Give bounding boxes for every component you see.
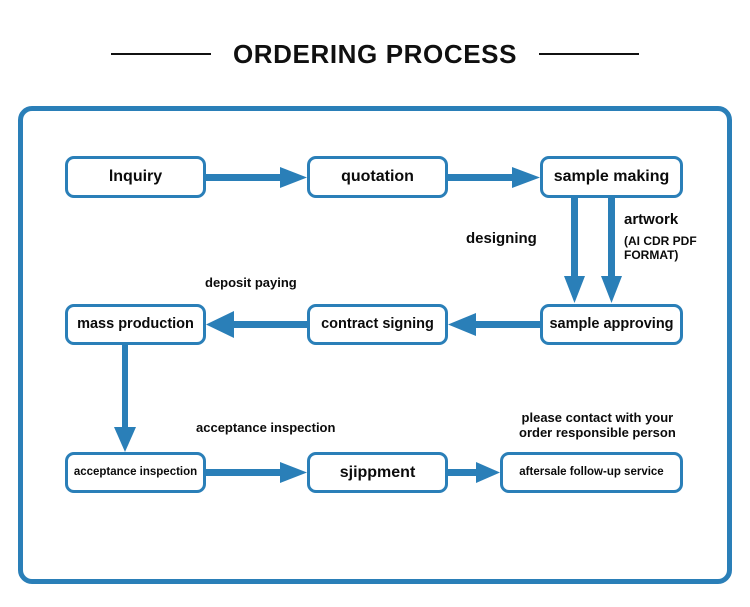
node-sample-approving[interactable]: sample approving — [540, 304, 683, 345]
title-rule-right — [539, 53, 640, 55]
title-rule-left — [110, 53, 211, 55]
label-artwork-format: (AI CDR PDF FORMAT) — [624, 234, 697, 263]
label-acceptance-inspection: acceptance inspection — [196, 420, 336, 435]
label-deposit-paying: deposit paying — [205, 275, 297, 290]
title-bar: ORDERING PROCESS — [0, 30, 750, 78]
node-inquiry[interactable]: lnquiry — [65, 156, 206, 198]
node-aftersale-service[interactable]: aftersale follow-up service — [500, 452, 683, 493]
node-sjippment[interactable]: sjippment — [307, 452, 448, 493]
label-artwork: artwork — [624, 211, 679, 228]
node-acceptance-inspection[interactable]: acceptance inspection — [65, 452, 206, 493]
label-designing: designing — [466, 230, 537, 247]
node-mass-production[interactable]: mass production — [65, 304, 206, 345]
page-title: ORDERING PROCESS — [232, 38, 518, 69]
label-contact-note: please contact with your order responsib… — [519, 410, 676, 441]
node-contract-signing[interactable]: contract signing — [307, 304, 448, 345]
node-quotation[interactable]: quotation — [307, 156, 448, 198]
node-sample-making[interactable]: sample making — [540, 156, 683, 198]
